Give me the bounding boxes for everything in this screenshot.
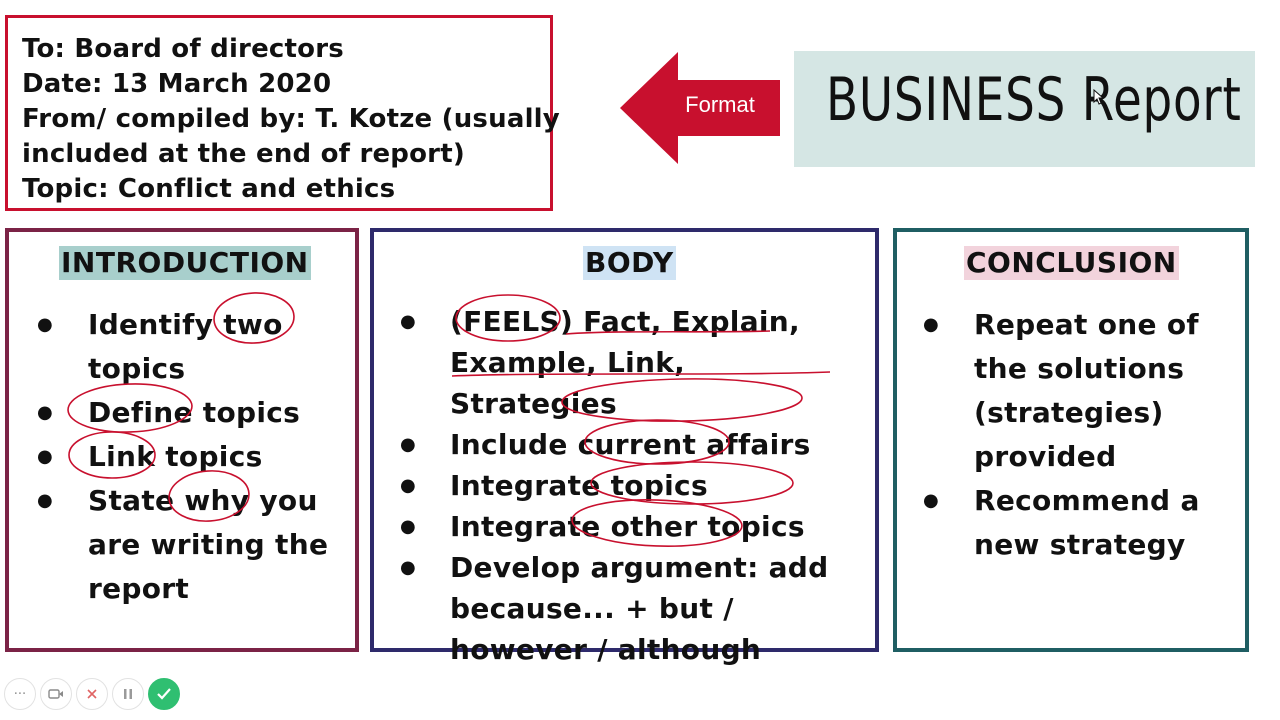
done-button[interactable] — [148, 678, 180, 710]
cursor-icon — [1093, 89, 1105, 105]
title-box: BUSINESS Report — [794, 51, 1255, 167]
memo-from: From/ compiled by: T. Kotze (usually — [22, 104, 560, 134]
list-item: State why you are writing the report — [9, 479, 355, 611]
list-item: Include current affairs — [374, 424, 875, 465]
check-icon — [157, 688, 171, 700]
body-list: (FEELS) Fact, Explain, Example, Link, St… — [374, 301, 875, 670]
list-item: Integrate topics — [374, 465, 875, 506]
left-arrow-icon — [620, 52, 780, 164]
conclusion-panel: CONCLUSION Repeat one of the solutions (… — [893, 228, 1249, 652]
more-button[interactable]: ··· — [4, 678, 36, 710]
list-item: Recommend a new strategy — [897, 479, 1245, 567]
pause-icon — [124, 689, 132, 699]
memo-topic: Topic: Conflict and ethics — [22, 174, 396, 204]
introduction-heading: INTRODUCTION — [59, 246, 311, 280]
list-item: Define topics — [9, 391, 355, 435]
format-label: Format — [685, 92, 755, 117]
body-panel: BODY (FEELS) Fact, Explain, Example, Lin… — [370, 228, 879, 666]
list-item: (FEELS) Fact, Explain, Example, Link, St… — [374, 301, 875, 424]
more-icon: ··· — [13, 686, 27, 702]
list-item: Link topics — [9, 435, 355, 479]
list-item: Identify two topics — [9, 303, 355, 391]
list-item: Repeat one of the solutions (strategies)… — [897, 303, 1245, 479]
list-item: Integrate other topics — [374, 506, 875, 547]
camera-icon — [48, 689, 63, 699]
page-title: BUSINESS Report — [826, 65, 1242, 135]
camera-button[interactable] — [40, 678, 72, 710]
memo-date: Date: 13 March 2020 — [22, 69, 332, 99]
conclusion-list: Repeat one of the solutions (strategies)… — [897, 303, 1245, 567]
list-item: Develop argument: add because... + but /… — [374, 547, 875, 670]
memo-from-cont: included at the end of report) — [22, 139, 465, 169]
introduction-panel: INTRODUCTION Identify two topics Define … — [5, 228, 359, 652]
body-heading: BODY — [583, 246, 676, 280]
memo-to: To: Board of directors — [22, 34, 344, 64]
cancel-button[interactable] — [76, 678, 108, 710]
close-icon — [87, 689, 97, 699]
format-arrow: Format — [620, 52, 782, 165]
introduction-list: Identify two topics Define topics Link t… — [9, 303, 355, 611]
conclusion-heading: CONCLUSION — [964, 246, 1179, 280]
memo-header-box: To: Board of directors Date: 13 March 20… — [5, 15, 560, 211]
pause-button[interactable] — [112, 678, 144, 710]
